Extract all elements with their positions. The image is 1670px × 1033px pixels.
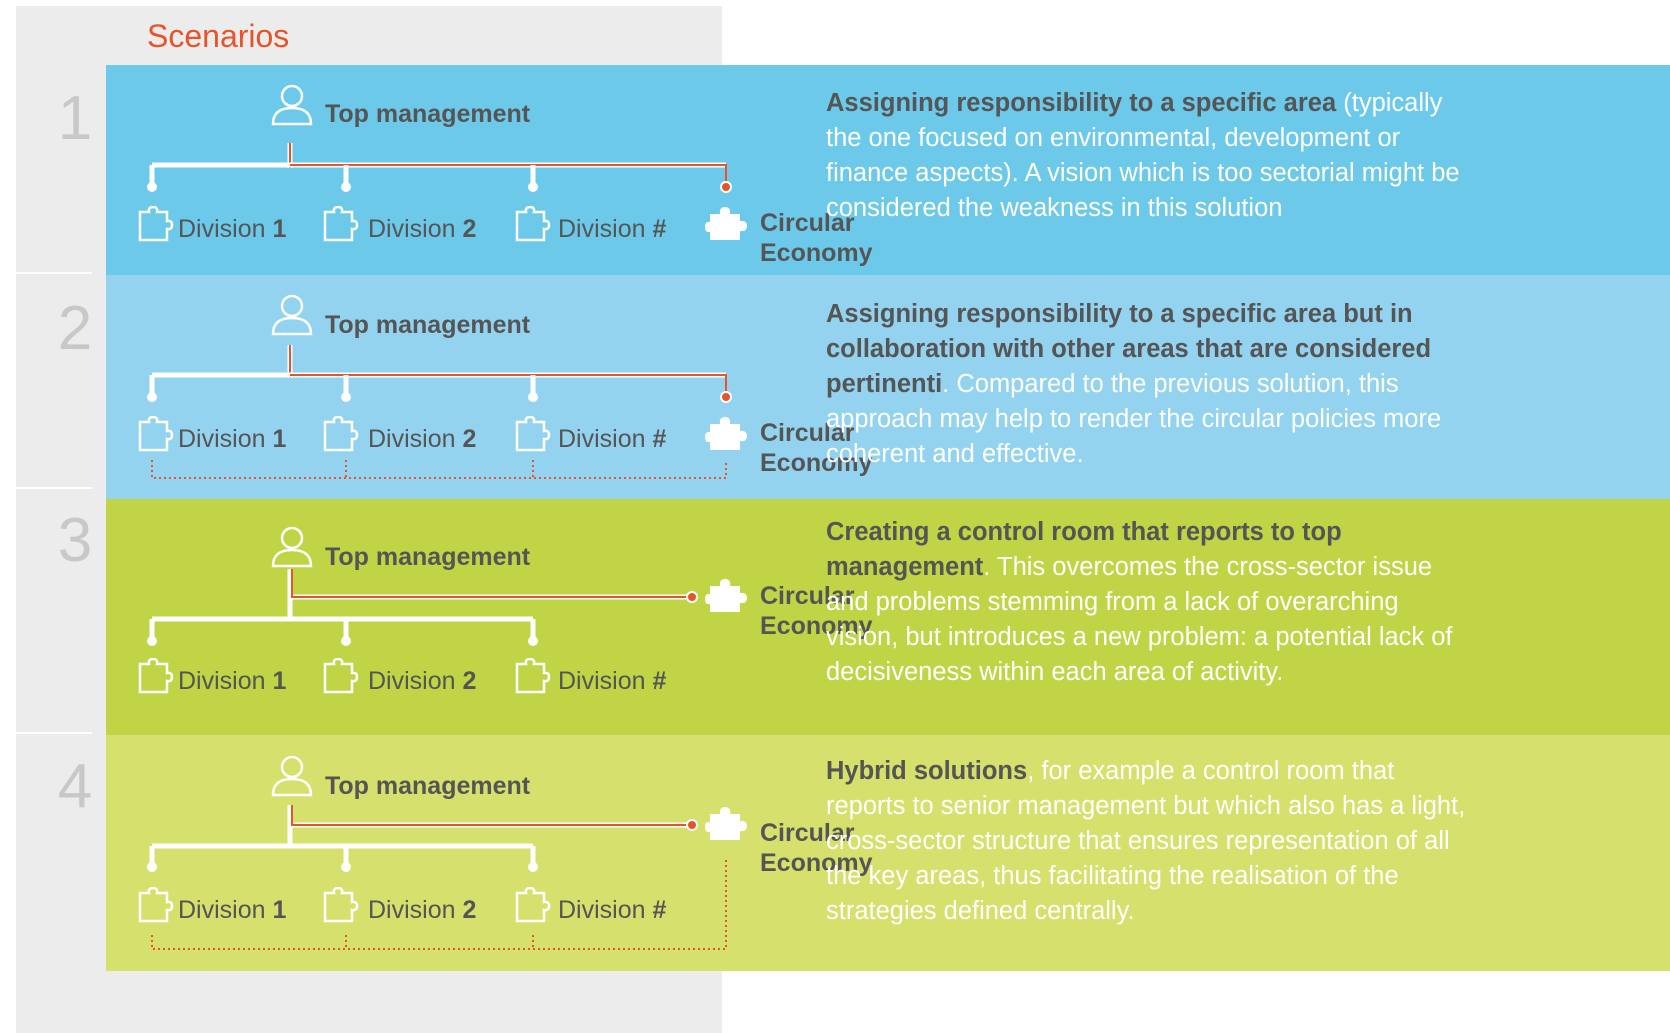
person-icon <box>271 294 313 336</box>
puzzle-piece-outline-icon <box>323 206 359 242</box>
puzzle-piece-outline-icon <box>138 416 174 452</box>
scenario-band-1 <box>106 65 1670 275</box>
top-management-label: Top management <box>325 100 531 128</box>
division-label: Division 1 <box>178 425 287 453</box>
puzzle-piece-outline-icon <box>323 416 359 452</box>
scenario-description: Creating a control room that reports to … <box>826 518 1453 686</box>
division-label: Division 2 <box>368 667 477 695</box>
scenario-number: 2 <box>57 294 93 363</box>
scenario-band-2 <box>106 275 1670 499</box>
top-management-label: Top management <box>325 772 531 800</box>
division-label: Division 1 <box>178 896 287 924</box>
scenario-band-3 <box>106 499 1670 735</box>
puzzle-piece-outline-icon <box>138 206 174 242</box>
top-management-label: Top management <box>325 543 531 571</box>
org-chart-lines <box>147 569 698 646</box>
separator <box>16 732 92 734</box>
puzzle-piece-outline-icon <box>515 206 551 242</box>
division-label: Division 2 <box>368 425 477 453</box>
puzzle-piece-outline-icon <box>138 658 174 694</box>
division-label: Division # <box>558 667 667 695</box>
scenario-band-4 <box>106 735 1670 971</box>
division-label: Division # <box>558 896 667 924</box>
org-chart-lines <box>147 345 732 479</box>
puzzle-piece-outline-icon <box>138 887 174 923</box>
division-label: Division # <box>558 425 667 453</box>
division-label: Division 1 <box>178 667 287 695</box>
division-label: Division 2 <box>368 896 477 924</box>
org-chart-lines <box>147 805 727 950</box>
scenario-number: 1 <box>57 84 93 153</box>
scenario-number: 3 <box>57 506 93 575</box>
top-management-label: Top management <box>325 311 531 339</box>
puzzle-piece-solid-icon <box>705 807 747 840</box>
division-label: Division # <box>558 215 667 243</box>
puzzle-piece-solid-icon <box>705 417 747 450</box>
scenario-description: Assigning responsibility to a specific a… <box>826 89 1460 222</box>
separator <box>16 487 92 489</box>
puzzle-piece-outline-icon <box>515 416 551 452</box>
puzzle-piece-solid-icon <box>705 579 747 612</box>
scenario-description: Assigning responsibility to a specific a… <box>826 300 1442 468</box>
puzzle-piece-outline-icon <box>515 658 551 694</box>
scenario-description: Hybrid solutions, for example a control … <box>826 757 1466 925</box>
org-chart-lines <box>147 143 732 193</box>
puzzle-piece-solid-icon <box>705 207 747 240</box>
person-icon <box>271 526 313 568</box>
puzzle-piece-outline-icon <box>515 887 551 923</box>
scenarios-title: Scenarios <box>147 18 290 54</box>
puzzle-piece-outline-icon <box>323 887 359 923</box>
separator <box>16 272 92 274</box>
scenario-number: 4 <box>57 752 93 821</box>
puzzle-piece-outline-icon <box>323 658 359 694</box>
division-label: Division 1 <box>178 215 287 243</box>
person-icon <box>271 755 313 797</box>
person-icon <box>271 84 313 126</box>
division-label: Division 2 <box>368 215 477 243</box>
